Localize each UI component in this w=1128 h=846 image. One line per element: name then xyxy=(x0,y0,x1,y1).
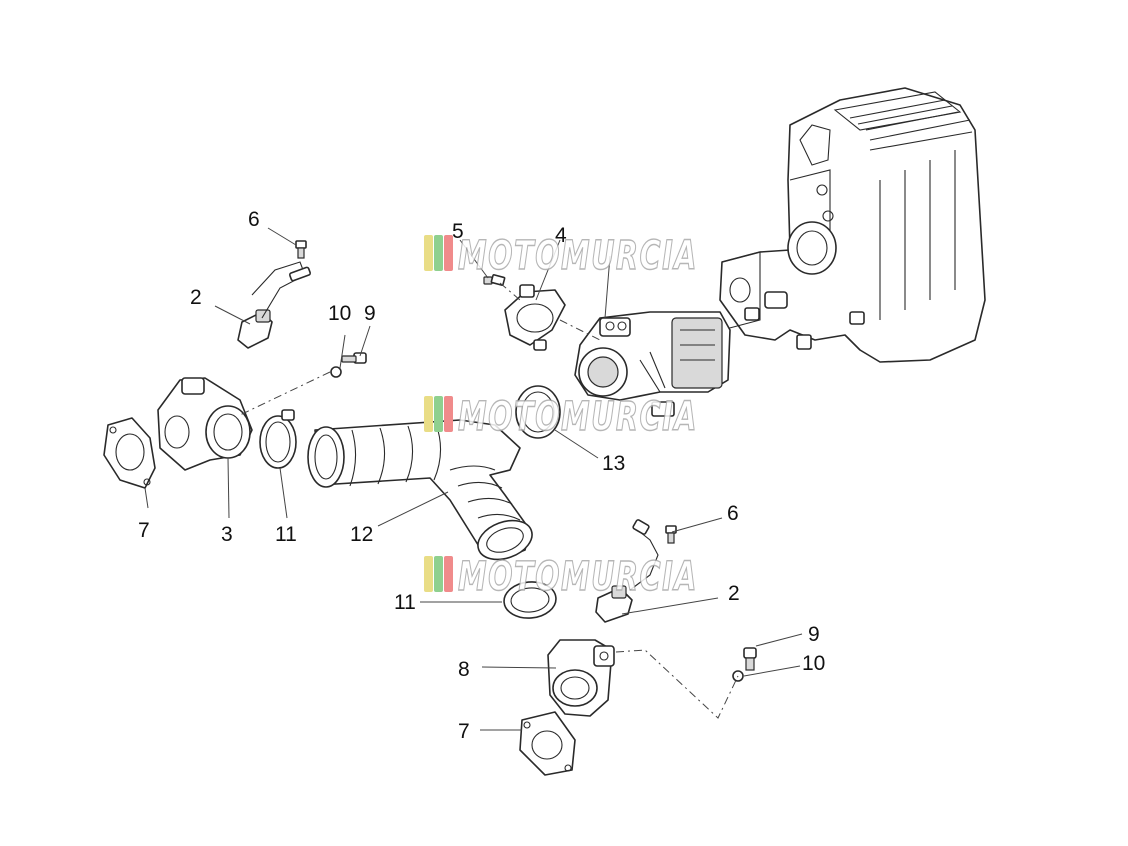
callout-9-upper: 9 xyxy=(364,302,376,325)
manifold-8 xyxy=(547,639,615,717)
clamp-4 xyxy=(504,284,566,351)
screw-9-lower xyxy=(743,647,757,671)
callout-9-lower: 9 xyxy=(808,623,820,646)
callout-8: 8 xyxy=(458,658,470,681)
callout-10-upper: 10 xyxy=(328,302,351,325)
callout-12: 12 xyxy=(350,523,373,546)
watermark-stripe-red xyxy=(444,396,453,432)
intake-hose-12 xyxy=(307,419,533,561)
manifold-3 xyxy=(157,377,253,471)
watermark-stripe-yellow xyxy=(424,556,433,592)
watermark-text: MOTOMURCIA xyxy=(458,554,698,600)
watermark-upper: MOTOMURCIA xyxy=(424,232,698,280)
watermark-stripe-yellow xyxy=(424,235,433,271)
assembly-lines xyxy=(239,282,739,719)
leader-lines xyxy=(144,227,803,731)
callout-3: 3 xyxy=(221,523,233,546)
watermark-stripe-red xyxy=(444,556,453,592)
clamp-13 xyxy=(515,385,561,439)
clamp-11-upper xyxy=(259,409,297,469)
watermark-stripe-yellow xyxy=(424,396,433,432)
callout-11-upper: 11 xyxy=(275,523,297,546)
injector-2-upper xyxy=(237,261,312,349)
callout-6-upper: 6 xyxy=(248,208,260,231)
callout-6-lower: 6 xyxy=(727,502,739,525)
screw-6-lower xyxy=(665,525,677,544)
callout-5: 5 xyxy=(452,220,464,243)
gasket-7-lower xyxy=(519,711,576,776)
callout-labels: 6 2 10 9 7 3 11 12 5 4 13 6 11 2 9 10 8 … xyxy=(138,208,825,743)
callout-7-lower: 7 xyxy=(458,720,470,743)
watermark-stripe-green xyxy=(434,396,443,432)
watermark-stripe-green xyxy=(434,556,443,592)
screw-9-upper xyxy=(341,352,367,364)
watermark-stripe-green xyxy=(434,235,443,271)
callout-2-upper: 2 xyxy=(190,286,202,309)
callout-2-lower: 2 xyxy=(728,582,740,605)
throttle-body xyxy=(574,311,731,417)
gasket-7-upper xyxy=(103,417,156,489)
watermark-middle: MOTOMURCIA xyxy=(424,393,698,441)
watermark-stripe-red xyxy=(444,235,453,271)
washer-10-upper xyxy=(330,366,342,378)
watermark-text: MOTOMURCIA xyxy=(458,394,698,440)
screw-6-upper xyxy=(295,240,307,259)
screw-5 xyxy=(483,274,506,286)
watermark-text: MOTOMURCIA xyxy=(458,233,698,279)
callout-13: 13 xyxy=(602,452,625,475)
callout-4: 4 xyxy=(555,224,567,247)
callout-7-upper: 7 xyxy=(138,519,150,542)
clamp-11-lower xyxy=(503,581,557,619)
engine-head xyxy=(719,87,986,363)
callout-10-lower: 10 xyxy=(802,652,825,675)
watermark-lower: MOTOMURCIA xyxy=(424,553,698,601)
callout-11-lower: 11 xyxy=(394,591,416,614)
